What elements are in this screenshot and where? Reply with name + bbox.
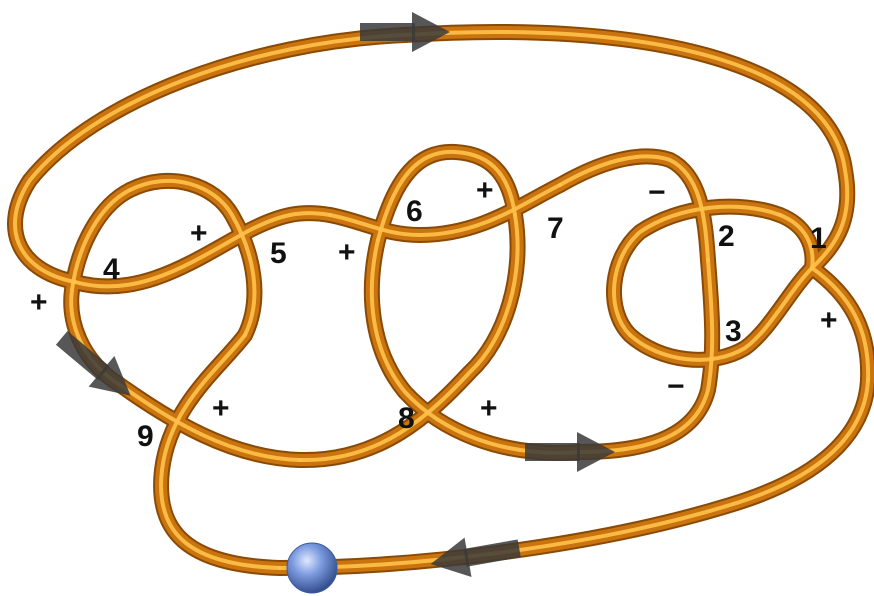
crossing-number-label: 9 bbox=[137, 420, 154, 453]
knot-strand-segment bbox=[369, 238, 582, 455]
crossing-sign-label: + bbox=[212, 392, 230, 425]
crossing-number-label: 5 bbox=[270, 237, 287, 270]
knot-strand-segment bbox=[118, 383, 302, 462]
knot-strand-segment bbox=[558, 154, 710, 262]
knot-strand bbox=[7, 23, 874, 576]
crossing-number-label: 6 bbox=[406, 195, 423, 228]
crossing-sign-label: − bbox=[648, 176, 666, 209]
knot-strand-segment bbox=[376, 149, 517, 242]
knot-strand-segment bbox=[403, 29, 850, 270]
knot-strand-segment bbox=[298, 213, 520, 463]
crossing-sign-label: + bbox=[30, 286, 48, 319]
crossing-number-label: 4 bbox=[103, 253, 120, 286]
knot-strand-segment bbox=[159, 333, 282, 570]
knot-strand-segment bbox=[778, 213, 815, 270]
crossing-number-label: 3 bbox=[725, 315, 742, 348]
direction-arrows bbox=[55, 12, 615, 578]
knot-strand-segment bbox=[13, 33, 407, 284]
knot-strand-segment bbox=[328, 183, 562, 237]
knot-strand-segment bbox=[578, 258, 715, 454]
crossing-sign-label: − bbox=[667, 370, 685, 403]
crossing-number-label: 7 bbox=[547, 212, 564, 245]
knot-strand-segment bbox=[128, 178, 257, 337]
knot-strand-segment bbox=[612, 204, 782, 337]
crossing-sign-label: + bbox=[190, 217, 208, 250]
knot-strand-segment bbox=[628, 266, 814, 362]
direction-arrow-icon bbox=[360, 12, 450, 52]
crossing-sign-label: + bbox=[338, 236, 356, 269]
crossing-sign-label: + bbox=[476, 174, 494, 207]
crossing-number-label: 1 bbox=[810, 222, 827, 255]
knot-strand-segment bbox=[324, 179, 566, 241]
crossing-sign-label: + bbox=[820, 304, 838, 337]
direction-arrow-icon bbox=[525, 432, 615, 472]
knot-strand-segment bbox=[73, 211, 332, 289]
crossing-sign-label: + bbox=[480, 392, 498, 425]
crossing-number-label: 2 bbox=[718, 220, 735, 253]
sphere-bead-icon bbox=[286, 542, 338, 594]
knot-strand-segment bbox=[810, 266, 871, 382]
direction-arrow-icon bbox=[430, 537, 521, 578]
knot-strand-segment bbox=[278, 378, 870, 570]
direction-arrow-icon bbox=[55, 330, 131, 396]
crossing-number-label: 8 bbox=[398, 402, 415, 435]
